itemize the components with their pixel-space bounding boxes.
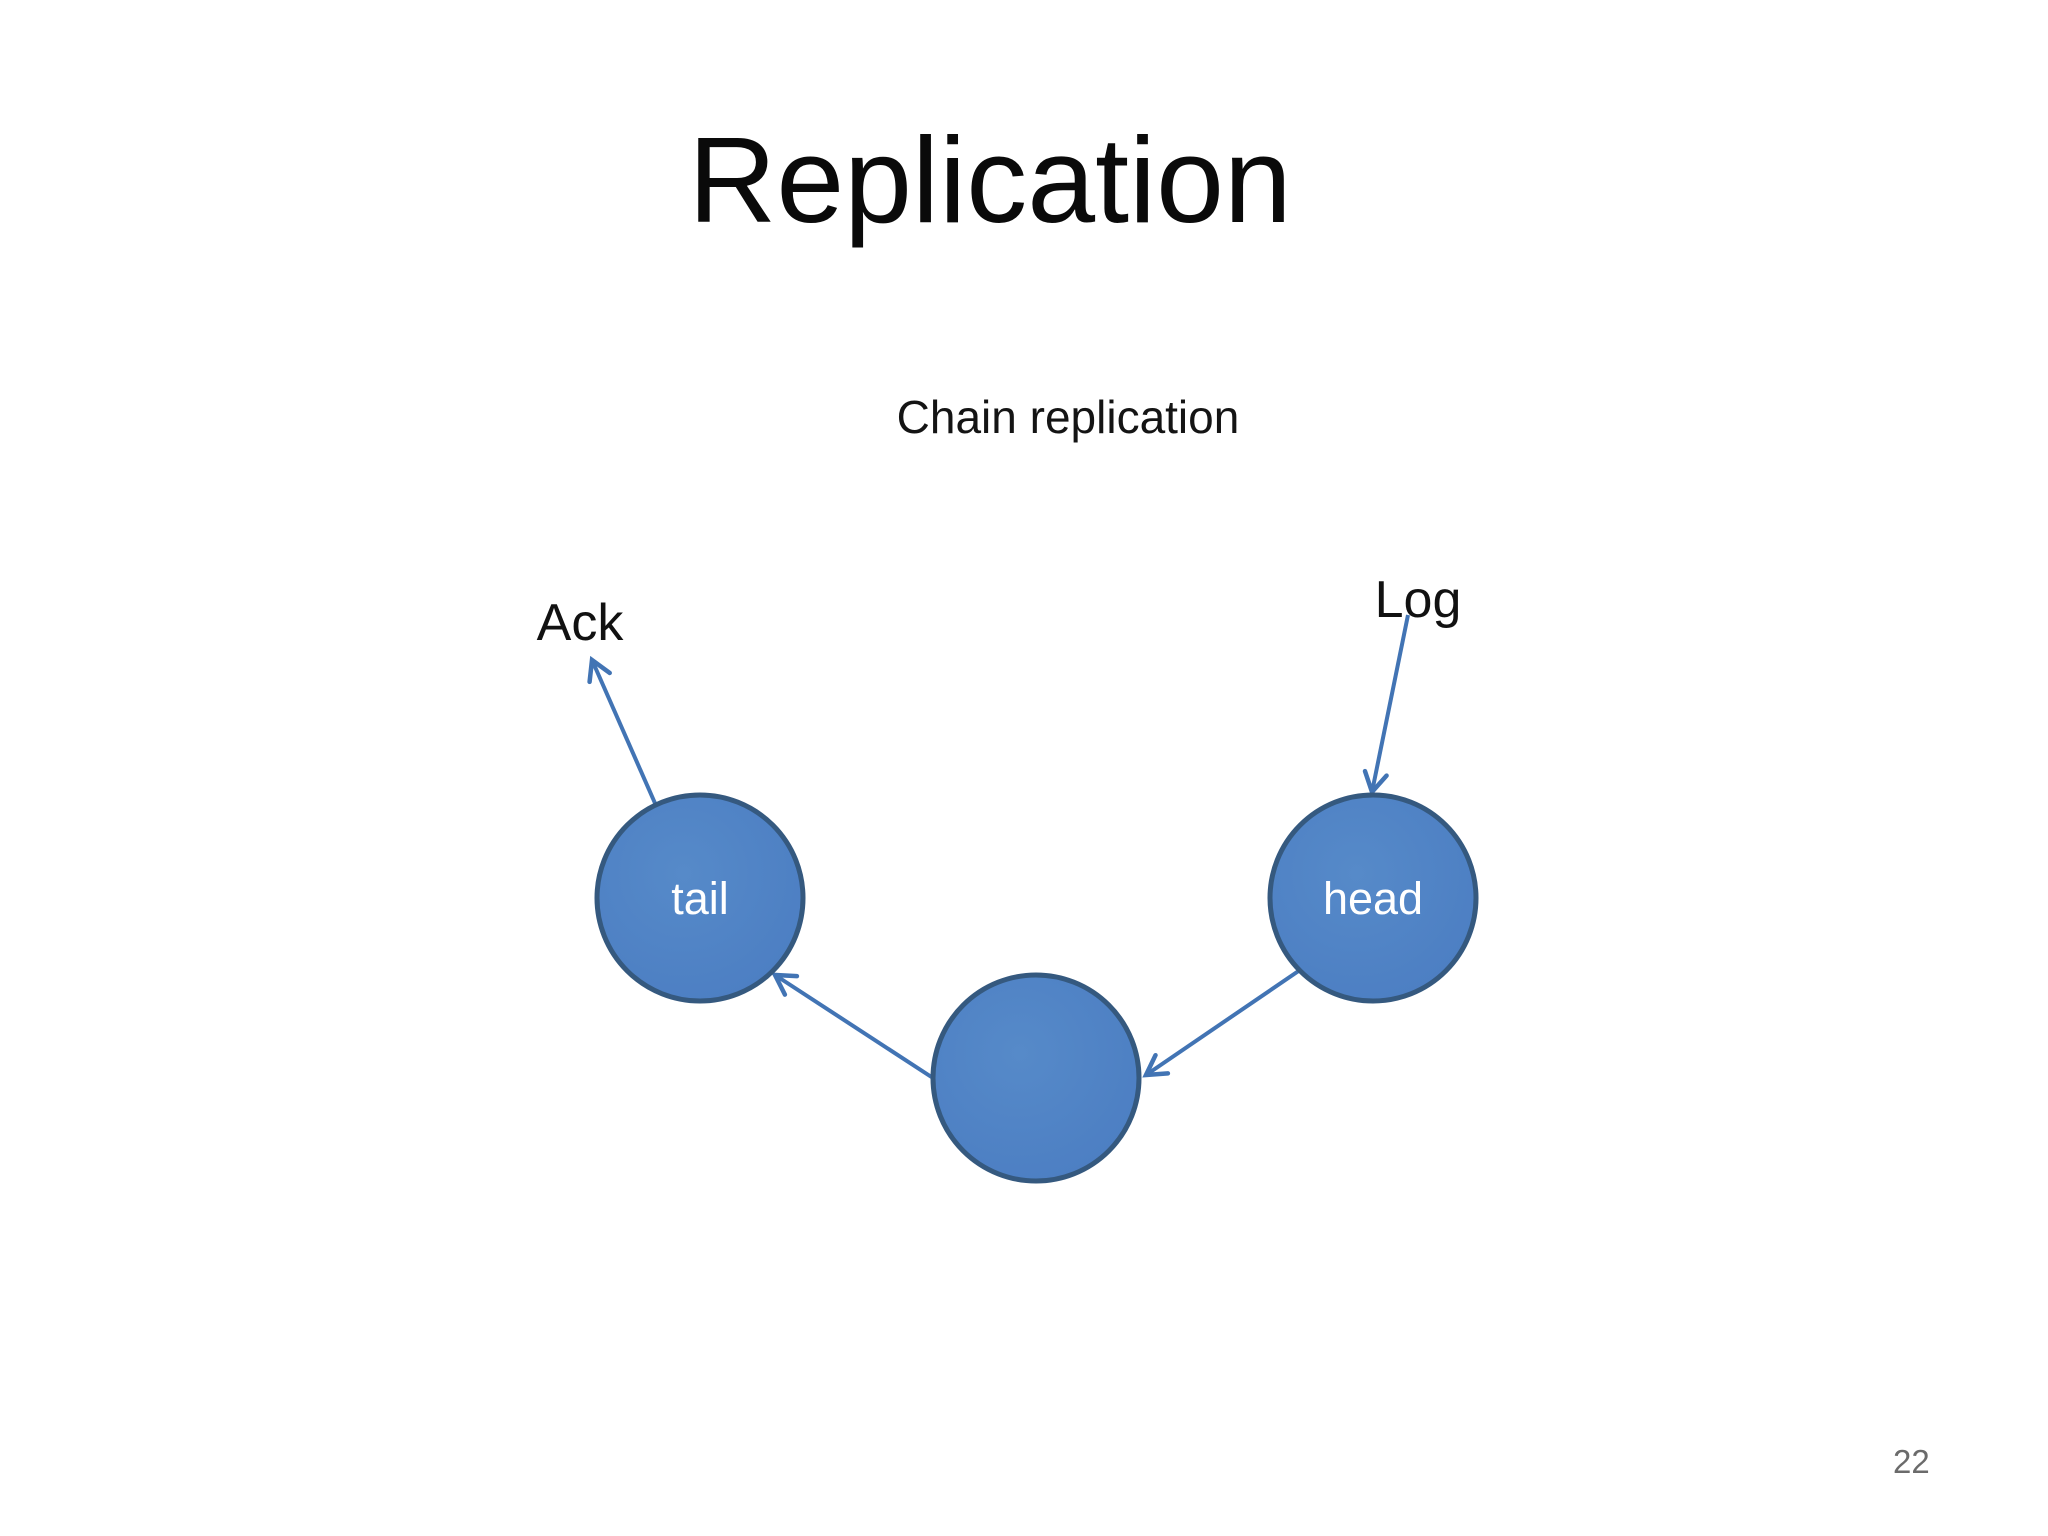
nodes-layer: tail head — [594, 792, 1479, 1184]
node-middle — [930, 972, 1142, 1184]
node-circle-head — [1267, 792, 1479, 1004]
edges-layer — [587, 614, 1410, 1080]
labels-layer: Ack Log — [537, 571, 1462, 652]
node-head: head — [1267, 792, 1479, 1004]
arrow-log-into-head — [1362, 614, 1410, 797]
arrow-middle-to-tail — [771, 972, 935, 1080]
log-label: Log — [1375, 571, 1462, 629]
node-label-tail: tail — [671, 873, 729, 924]
node-circle-middle — [930, 972, 1142, 1184]
page-number: 22 — [1893, 1443, 1930, 1480]
slide-title: Replication — [688, 112, 1292, 248]
arrow-tail-to-ack — [587, 655, 660, 811]
slide-subtitle: Chain replication — [896, 391, 1240, 443]
node-tail: tail — [594, 792, 806, 1004]
node-circle-tail — [594, 792, 806, 1004]
arrow-head-to-middle — [1142, 968, 1302, 1078]
node-label-head: head — [1323, 873, 1423, 924]
ack-label: Ack — [537, 594, 625, 652]
